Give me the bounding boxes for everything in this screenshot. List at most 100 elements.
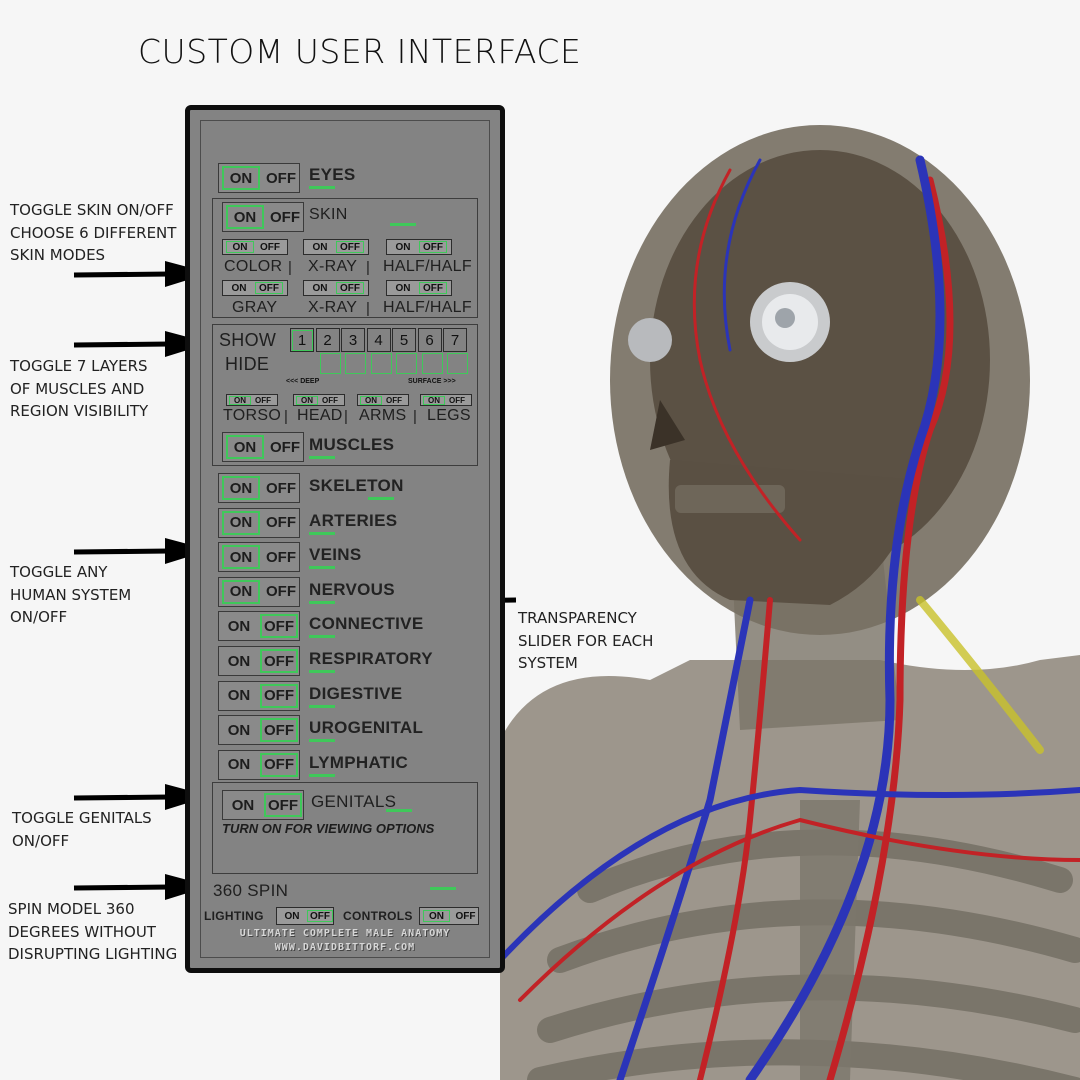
muscle-layer-1-indicator [292, 330, 313, 351]
veins-toggle[interactable]: ON OFF [218, 542, 300, 573]
respiratory-label: RESPIRATORY [309, 649, 433, 668]
toggle-on[interactable]: ON [227, 652, 251, 670]
lymphatic-transparency-slider[interactable] [309, 773, 335, 777]
muscles-label: MUSCLES [309, 435, 395, 454]
digestive-toggle[interactable]: ON OFF [218, 680, 300, 711]
skin-transparency-slider[interactable] [390, 223, 416, 226]
muscle-layer-7-indicator [447, 353, 468, 374]
anatomy-model-image [500, 125, 1080, 1080]
toggle-on[interactable]: ON [227, 721, 251, 739]
muscle-layer-6-indicator [421, 353, 443, 374]
toggle-off[interactable]: OFF [260, 718, 298, 743]
annotation-systems: TOGGLE ANY HUMAN SYSTEM ON/OFF [10, 563, 132, 626]
toggle-on[interactable]: ON [231, 796, 255, 814]
veins-label: VEINS [309, 545, 362, 565]
toggle-on[interactable]: ON [227, 617, 251, 635]
toggle-off[interactable]: OFF [266, 514, 296, 532]
skin-group [212, 198, 478, 318]
muscle-layer-5-button[interactable]: 5 [392, 328, 416, 352]
toggle-on[interactable]: ON [222, 476, 260, 500]
separator: | [366, 259, 370, 276]
skeleton-transparency-slider[interactable] [368, 497, 394, 500]
urogenital-toggle[interactable]: ON OFF [218, 715, 300, 746]
muscle-layer-1-button[interactable]: 1 [290, 328, 314, 352]
toggle-off[interactable]: OFF [266, 169, 296, 187]
lymphatic-label: LYMPHATIC [309, 752, 409, 772]
urogenital-transparency-slider[interactable] [309, 739, 335, 743]
nervous-transparency-slider[interactable] [309, 600, 335, 604]
muscles-toggle[interactable]: ON OFF [222, 432, 304, 462]
urogenital-label: UROGENITAL [309, 718, 424, 738]
arteries-label: ARTERIES [309, 510, 398, 530]
respiratory-toggle[interactable]: ON OFF [218, 646, 300, 676]
separator: | [413, 408, 417, 425]
respiratory-transparency-slider[interactable] [309, 670, 335, 673]
toggle-off[interactable]: OFF [260, 752, 298, 777]
skin-mode-color-label: COLOR [224, 258, 283, 275]
toggle-off[interactable]: OFF [266, 583, 296, 601]
connective-transparency-slider[interactable] [309, 635, 335, 639]
skeleton-toggle[interactable]: ON OFF [218, 473, 300, 503]
toggle-on[interactable]: ON [222, 579, 260, 604]
toggle-off[interactable]: OFF [264, 793, 302, 817]
toggle-on[interactable]: ON [222, 510, 260, 535]
spin-slider[interactable] [430, 887, 456, 890]
muscle-layer-2-button[interactable]: 2 [315, 328, 340, 352]
muscle-layer-4-button[interactable]: 4 [366, 328, 391, 352]
genitals-transparency-slider[interactable] [386, 809, 412, 812]
toggle-on[interactable]: ON [222, 166, 260, 190]
page-title: CUSTOM USER INTERFACE [138, 32, 582, 71]
footer-url: WWW.DAVIDBITTORF.COM [274, 942, 416, 953]
toggle-off[interactable]: OFF [266, 548, 296, 566]
show-layers-label[interactable]: SHOW [219, 330, 277, 350]
separator: | [366, 300, 370, 317]
hide-layers-label[interactable]: HIDE [225, 354, 270, 374]
toggle-on[interactable]: ON [226, 205, 264, 229]
spin-label: 360 SPIN [213, 881, 289, 900]
digestive-transparency-slider[interactable] [309, 704, 335, 708]
skin-mode-xray-label: X-RAY [308, 258, 358, 275]
region-legs-label: LEGS [427, 407, 471, 424]
digestive-label: DIGESTIVE [309, 683, 403, 703]
genitals-hint: TURN ON FOR VIEWING OPTIONS [222, 821, 435, 836]
lymphatic-toggle[interactable]: ON OFF [218, 749, 300, 780]
deep-label: <<< DEEP [286, 378, 320, 385]
eyes-transparency-slider[interactable] [309, 186, 335, 189]
annotation-spin: SPIN MODEL 360 DEGREES WITHOUT DISRUPTIN… [8, 900, 178, 963]
nervous-toggle[interactable]: ON OFF [218, 576, 300, 607]
toggle-on[interactable]: ON [226, 435, 264, 459]
arteries-transparency-slider[interactable] [309, 531, 335, 535]
toggle-off[interactable]: OFF [260, 649, 298, 673]
toggle-off[interactable]: OFF [260, 683, 298, 708]
eyes-toggle[interactable]: ON OFF [218, 163, 300, 193]
toggle-off[interactable]: OFF [270, 208, 300, 226]
toggle-off[interactable]: OFF [270, 438, 300, 456]
muscles-transparency-slider[interactable] [309, 456, 335, 459]
connective-toggle[interactable]: ON OFF [218, 611, 300, 642]
veins-transparency-slider[interactable] [309, 566, 335, 570]
arteries-toggle[interactable]: ON OFF [218, 507, 300, 538]
toggle-on[interactable]: ON [227, 687, 251, 705]
genitals-toggle[interactable]: ON OFF [222, 790, 304, 820]
skin-toggle[interactable]: ON OFF [222, 202, 304, 232]
toggle-on[interactable]: ON [227, 756, 251, 774]
muscle-layer-7-button[interactable]: 7 [443, 328, 467, 352]
toggle-off[interactable]: OFF [260, 614, 298, 639]
toggle-off[interactable]: OFF [266, 479, 296, 497]
toggle-on[interactable]: ON [222, 545, 260, 570]
separator: | [288, 259, 292, 276]
muscle-layer-3-button[interactable]: 3 [341, 328, 365, 352]
muscle-layer-6-button[interactable]: 6 [417, 328, 442, 352]
